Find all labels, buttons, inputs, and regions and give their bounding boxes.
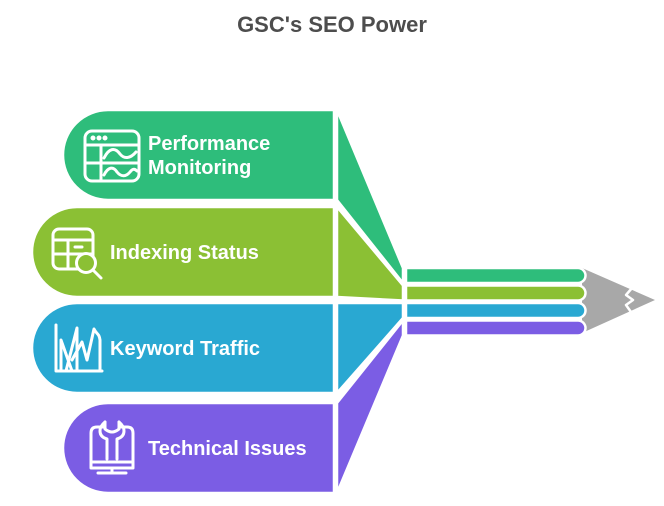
pencil-stripe <box>404 319 587 337</box>
bar-shape <box>30 301 336 395</box>
pencil-stripe <box>404 301 587 320</box>
bar-shape <box>61 108 336 202</box>
page-title: GSC's SEO Power <box>237 12 427 37</box>
monitor-wrench-icon <box>89 420 135 475</box>
connector-wedge <box>335 319 405 495</box>
pencil-tip-arrow <box>582 268 655 333</box>
item-technical-issues: Technical Issues <box>61 319 587 495</box>
connector-wedge <box>335 301 405 395</box>
arrow-head <box>582 268 655 333</box>
item-indexing-status: Indexing Status <box>30 205 587 302</box>
item-label: Keyword Traffic <box>110 338 260 360</box>
item-label: Performance Monitoring <box>148 133 276 179</box>
connector-wedge <box>335 108 405 285</box>
browser-analytics-icon <box>83 129 141 183</box>
item-performance-monitoring: Performance Monitoring <box>61 108 587 285</box>
traffic-peaks-chart-icon <box>54 323 104 373</box>
bar-shape <box>30 205 336 299</box>
pencil-stripe <box>404 284 587 302</box>
pencil-stripe <box>404 266 587 285</box>
item-keyword-traffic: Keyword Traffic <box>30 301 587 395</box>
connector-wedge <box>335 205 405 302</box>
bar-shape <box>61 401 336 495</box>
arrow-crack <box>624 287 635 313</box>
table-search-icon <box>51 227 103 280</box>
item-label: Indexing Status <box>110 242 259 264</box>
item-label: Technical Issues <box>148 438 307 460</box>
